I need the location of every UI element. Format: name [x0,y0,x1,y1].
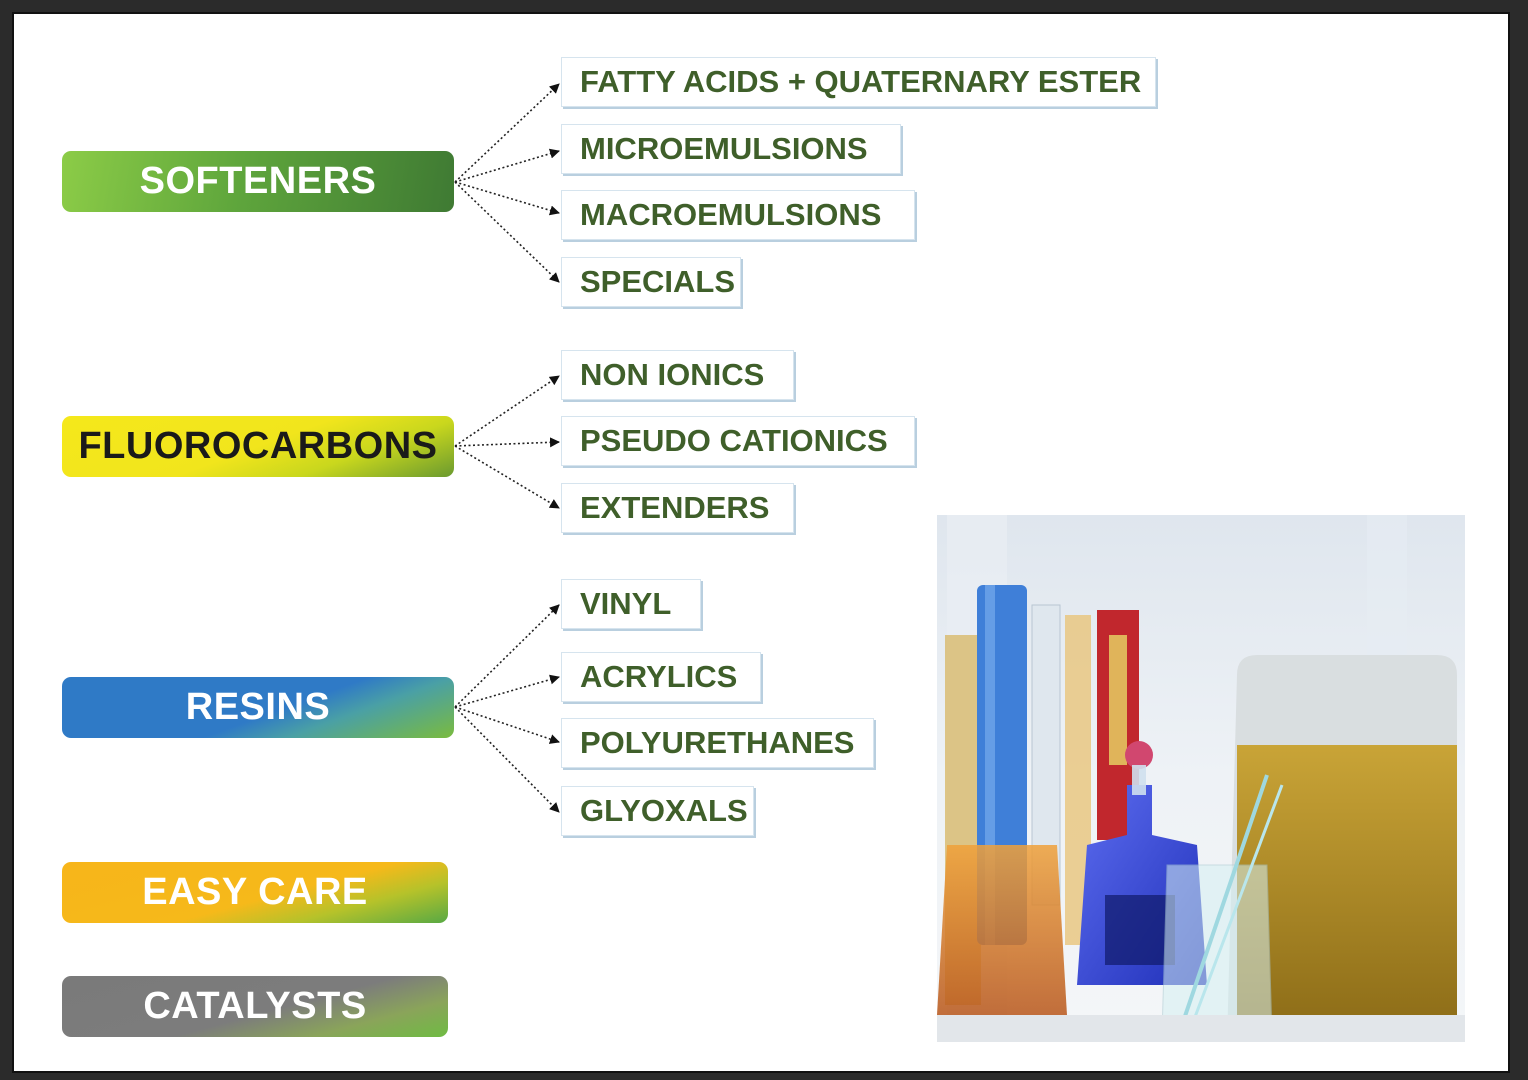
subcategory-specials[interactable]: SPECIALS [561,257,741,307]
subcategory-macroemulsions[interactable]: MACROEMULSIONS [561,190,915,240]
category-softeners[interactable]: SOFTENERS [62,151,454,212]
subcategory-microemulsions[interactable]: MICROEMULSIONS [561,124,901,174]
subcategory-glyoxals[interactable]: GLYOXALS [561,786,754,836]
category-easy-care[interactable]: EASY CARE [62,862,448,923]
category-fluorocarbons[interactable]: FLUOROCARBONS [62,416,454,477]
subcategory-pseudo-cationics[interactable]: PSEUDO CATIONICS [561,416,915,466]
subcategory-non-ionics[interactable]: NON IONICS [561,350,794,400]
category-catalysts[interactable]: CATALYSTS [62,976,448,1037]
category-resins[interactable]: RESINS [62,677,454,738]
subcategory-polyurethanes[interactable]: POLYURETHANES [561,718,874,768]
subcategory-fatty-acids-quaternary-ester[interactable]: FATTY ACIDS + QUATERNARY ESTER [561,57,1156,107]
subcategory-acrylics[interactable]: ACRYLICS [561,652,761,702]
subcategory-vinyl[interactable]: VINYL [561,579,701,629]
subcategory-extenders[interactable]: EXTENDERS [561,483,794,533]
laboratory-glassware-image [937,515,1465,1042]
